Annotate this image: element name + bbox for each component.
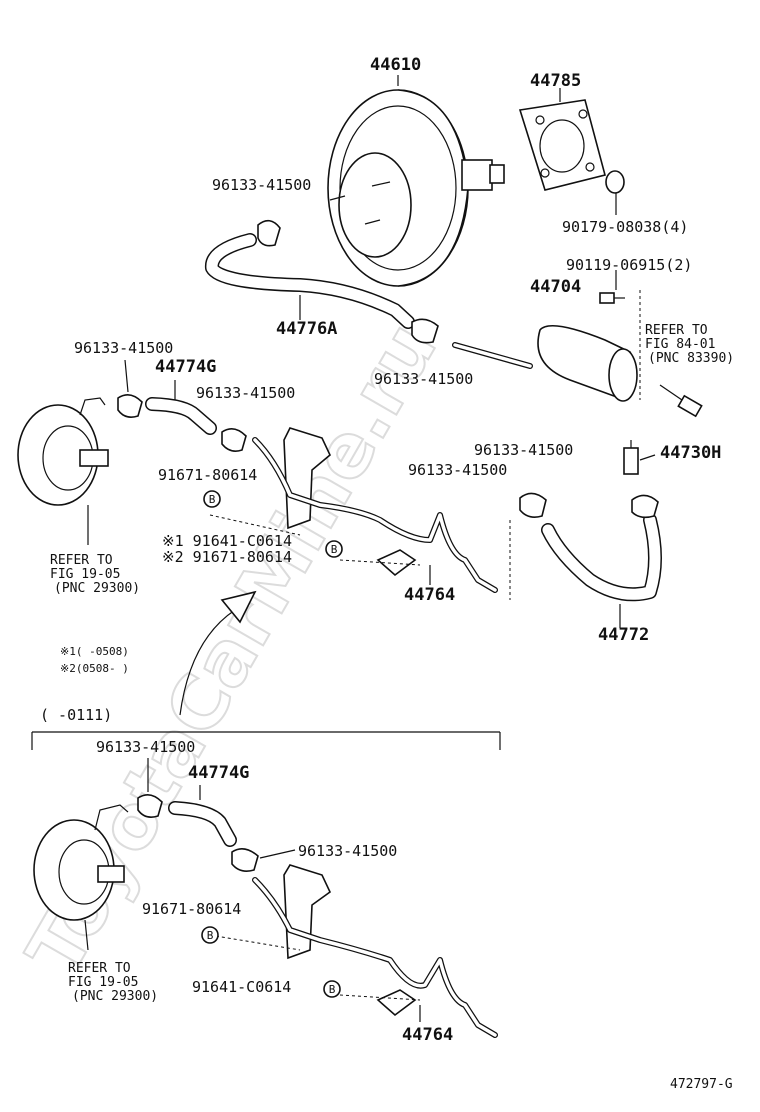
- bolt-90119: [599, 270, 625, 304]
- hose-44774G-lower: [168, 785, 237, 847]
- svg-text:B: B: [331, 543, 338, 556]
- svg-text:B: B: [207, 929, 214, 942]
- label-91671-upper: 91671-80614: [158, 466, 257, 484]
- label-96133-right1: 96133-41500: [474, 441, 573, 459]
- b-refer-line3: (PNC 29300): [72, 989, 158, 1004]
- range-label: ( -0111): [40, 706, 112, 724]
- label-44772: 44772: [598, 625, 649, 645]
- label-b-44764: 44764: [402, 1025, 453, 1045]
- clamp-lower-2: [231, 848, 296, 872]
- check-valve-44730H: [623, 440, 656, 475]
- vacuum-pipe-44764-upper: [209, 427, 511, 600]
- clamp-right-2: [519, 492, 547, 518]
- label-b-96133-2: 96133-41500: [298, 842, 397, 860]
- label-96133-right2: 96133-41500: [408, 461, 507, 479]
- refer-84-line3: (PNC 83390): [648, 351, 734, 366]
- hose-44776A: [205, 233, 415, 329]
- hose-44772: [541, 513, 662, 628]
- vacuum-tank-44704: [452, 290, 703, 418]
- vacuum-pump-lower: [33, 804, 129, 951]
- svg-text:B: B: [329, 983, 336, 996]
- brake-booster: [327, 75, 505, 287]
- label-44610: 44610: [370, 55, 421, 75]
- label-44774G: 44774G: [155, 357, 216, 377]
- b-refer-line2: FIG 19-05: [68, 975, 138, 990]
- label-90179: 90179-08038(4): [562, 218, 688, 236]
- label-44730H: 44730H: [660, 443, 721, 463]
- clamp-right-1: [631, 494, 659, 519]
- svg-text:B: B: [209, 493, 216, 506]
- clamp-top: [257, 219, 281, 247]
- refer-19-line3: (PNC 29300): [54, 581, 140, 596]
- note-2: ※2(0508- ): [60, 662, 129, 675]
- marker-b-4: B: [323, 980, 341, 998]
- refer-84-line1: REFER TO: [645, 323, 708, 338]
- label-b-96133: 96133-41500: [96, 738, 195, 756]
- label-91671-note: ※2 91671-80614: [162, 548, 292, 566]
- refer-19-line2: FIG 19-05: [50, 567, 120, 582]
- label-91641-note: ※1 91641-C0614: [162, 532, 292, 550]
- context-arrow: [179, 590, 257, 716]
- vacuum-pump-upper: [17, 397, 109, 545]
- hose-44774G-upper: [145, 380, 217, 435]
- label-b-44774G: 44774G: [188, 763, 249, 783]
- clamp-mid: [411, 318, 439, 344]
- label-96133-left: 96133-41500: [74, 339, 173, 357]
- label-44764-upper: 44764: [404, 585, 455, 605]
- clamp-left-1: [117, 359, 143, 418]
- booster-gasket: [518, 88, 606, 191]
- label-96133-left2: 96133-41500: [196, 384, 295, 402]
- label-b-91641: 91641-C0614: [192, 978, 291, 996]
- label-44785: 44785: [530, 71, 581, 91]
- marker-b-1: B: [203, 490, 221, 508]
- marker-b-3: B: [201, 926, 219, 944]
- label-44776A: 44776A: [276, 319, 337, 339]
- refer-84-line2: FIG 84-01: [645, 337, 715, 352]
- label-96133-mid: 96133-41500: [374, 370, 473, 388]
- marker-b-2: B: [325, 540, 343, 558]
- footer-id: 472797-G: [670, 1077, 733, 1092]
- refer-19-line1: REFER TO: [50, 553, 113, 568]
- label-90119: 90119-06915(2): [566, 256, 692, 274]
- label-44704: 44704: [530, 277, 581, 297]
- clamp-lower-1: [137, 758, 163, 818]
- note-1: ※1( -0508): [60, 645, 129, 658]
- label-96133-top: 96133-41500: [212, 176, 311, 194]
- clamp-left-2: [221, 428, 247, 452]
- nut-90179: [605, 170, 625, 215]
- b-refer-line1: REFER TO: [68, 961, 131, 976]
- inset-frame: [31, 731, 501, 750]
- label-b-91671: 91671-80614: [142, 900, 241, 918]
- vacuum-pipe-44764-lower: [209, 864, 498, 1038]
